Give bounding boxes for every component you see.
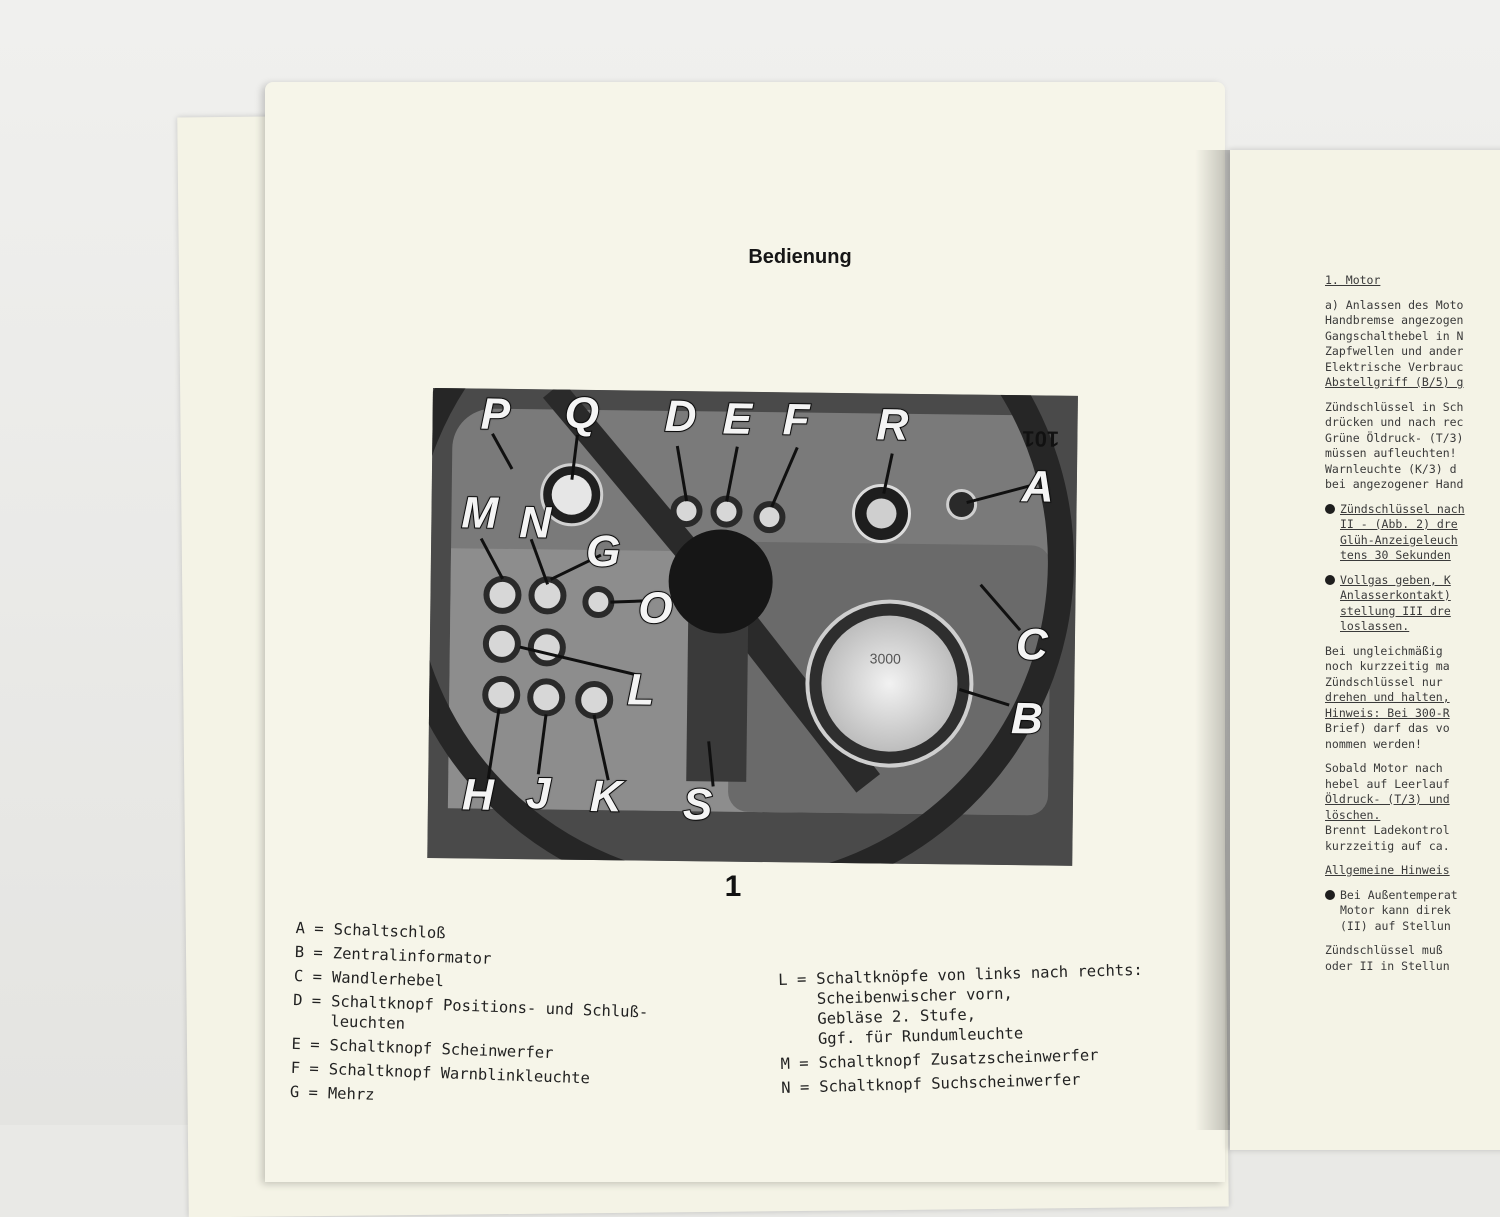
text-line: Bei ungleichmäßig	[1325, 643, 1443, 658]
text-line: Zündschlüssel in Sch	[1325, 399, 1464, 414]
callout-g: G	[585, 526, 622, 577]
legend-left: A =Schaltschloß B =Zentralinformator C =…	[289, 918, 725, 1121]
text-line: Motor kann direk	[1340, 903, 1451, 917]
text-line: oder II in Stellun	[1325, 958, 1450, 973]
callout-d: D	[663, 391, 697, 442]
bullet-icon	[1325, 504, 1335, 514]
text-line: Bei Außentemperat	[1340, 887, 1458, 902]
text-line: Brennt Ladekontrol	[1325, 823, 1450, 837]
text-line: Brief) darf das vo	[1325, 721, 1450, 735]
legend-right: L =Schaltknöpfe von links nach rechts: S…	[778, 958, 1222, 1102]
right-page-text: 1. Motor a) Anlassen des Moto Handbremse…	[1325, 273, 1500, 974]
callout-f: F	[781, 394, 810, 445]
figure-ref-number: 101	[1022, 426, 1060, 452]
dashboard-illustration: 3000	[427, 388, 1078, 866]
bullet-block-2: Bei Außentemperat Motor kann direk (II) …	[1325, 888, 1500, 935]
figure-number: 1	[724, 870, 742, 903]
text-line: (II) auf Stellun	[1340, 918, 1451, 933]
text-line: müssen aufleuchten!	[1325, 446, 1457, 460]
text-line: Gangschalthebel in N	[1325, 328, 1464, 343]
bullet-icon	[1325, 890, 1335, 900]
text-line: tens 30 Sekunden	[1340, 548, 1451, 562]
text-line: Warnleuchte (K/3) d	[1325, 461, 1457, 476]
page-title: Bedienung	[748, 246, 852, 268]
text-line: loslassen.	[1340, 619, 1410, 633]
text-line: hebel auf Leerlauf	[1325, 776, 1450, 791]
text-line: drücken und nach rec	[1325, 415, 1464, 429]
text-line: stellung III dre	[1340, 603, 1451, 618]
text-line: kurzzeitig auf ca.	[1325, 838, 1450, 853]
callout-layer: P Q D E F R A M N G O C L B H J K S 101	[427, 388, 1078, 866]
text-line: Handbremse angezogen	[1325, 313, 1464, 327]
text-line: Zündschlüssel nach	[1340, 501, 1465, 516]
callout-e: E	[721, 394, 753, 445]
section-heading: 1. Motor	[1325, 273, 1381, 287]
callout-q: Q	[563, 388, 600, 439]
legend-item-l: L =Schaltknöpfe von links nach rechts: S…	[778, 960, 1144, 1048]
text-line: drehen und halten,	[1325, 690, 1450, 704]
text-line: bei angezogener Hand	[1325, 477, 1464, 491]
text-line: Öldruck- (T/3) und	[1325, 792, 1450, 806]
instruction-block-1: Handbremse angezogen Gangschalthebel in …	[1325, 313, 1500, 493]
callout-k: K	[589, 771, 623, 822]
text-line: Elektrische Verbrauc	[1325, 359, 1464, 374]
text-line: Allgemeine Hinweis	[1325, 863, 1450, 877]
callout-m: M	[460, 487, 499, 538]
text-line: Anlasserkontakt)	[1340, 588, 1451, 602]
text-line: Zapfwellen und ander	[1325, 344, 1464, 358]
dashboard-photo: 3000	[427, 388, 1078, 866]
text-line: Glüh-Anzeigeleuch	[1340, 532, 1458, 547]
text-line: Sobald Motor nach	[1325, 761, 1443, 775]
right-page	[1230, 150, 1500, 1150]
text-line: noch kurzzeitig ma	[1325, 659, 1450, 673]
callout-b: B	[1010, 693, 1044, 744]
text-line: Vollgas geben, K	[1340, 572, 1451, 587]
text-line: Abstellgriff (B/5) g	[1325, 375, 1464, 389]
callout-a: A	[1021, 461, 1055, 512]
text-line: II - (Abb. 2) dre	[1340, 517, 1458, 531]
text-line: Zündschlüssel muß	[1325, 943, 1443, 957]
callout-j: J	[525, 768, 552, 819]
svg-text:3000: 3000	[870, 650, 902, 666]
callout-o: O	[637, 583, 674, 634]
subsection-heading: a) Anlassen des Moto	[1325, 297, 1464, 312]
text-line: Hinweis: Bei 300-R	[1325, 705, 1450, 720]
text-line: löschen.	[1325, 807, 1381, 822]
text-line: nommen werden!	[1325, 736, 1422, 751]
callout-c: C	[1015, 619, 1049, 670]
callout-n: N	[518, 497, 552, 548]
text-line: Zündschlüssel nur	[1325, 674, 1443, 689]
bullet-block-1: Zündschlüssel nach II - (Abb. 2) dre Glü…	[1325, 502, 1500, 635]
callout-l: L	[626, 664, 655, 715]
text-line: Grüne Öldruck- (T/3)	[1325, 430, 1464, 445]
callout-h: H	[461, 769, 495, 820]
bullet-icon	[1325, 575, 1335, 585]
callout-r: R	[875, 399, 909, 450]
callout-p: P	[479, 389, 511, 440]
callout-s: S	[682, 779, 714, 830]
